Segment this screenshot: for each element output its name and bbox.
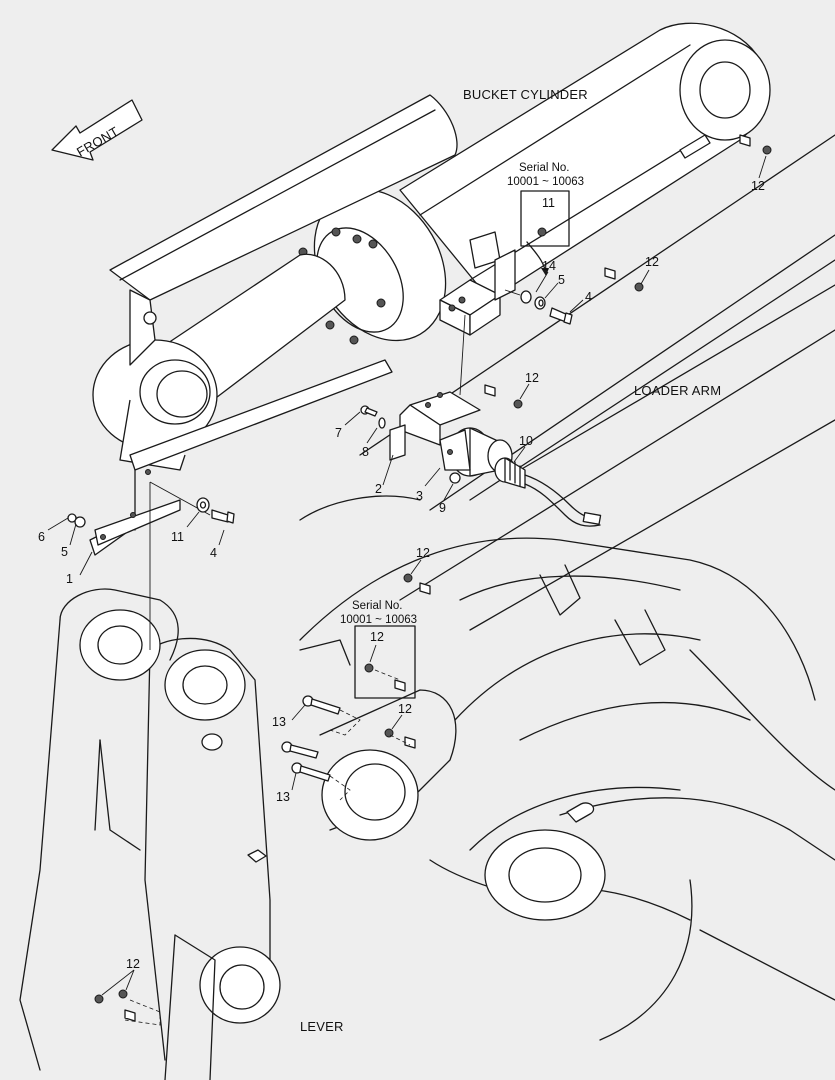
callout-12-b: 12 (645, 255, 659, 269)
callout-12-a: 12 (751, 179, 765, 193)
loader-arm-label: LOADER ARM (634, 383, 721, 398)
callout-5-right: 5 (558, 273, 565, 287)
callout-13-a: 13 (272, 715, 286, 729)
callout-4-left: 4 (210, 546, 217, 560)
serial-note-top-range: 10001 ~ 10063 (507, 176, 584, 188)
callout-3: 3 (416, 489, 423, 503)
callout-5-left: 5 (61, 545, 68, 559)
callout-1: 1 (66, 572, 73, 586)
serial-note-bottom-title: Serial No. (352, 600, 403, 612)
hose-clamps (94, 134, 772, 1026)
callout-11-left: 11 (171, 530, 184, 544)
sensor-assembly (67, 231, 602, 528)
bucket-cylinder-label: BUCKET CYLINDER (463, 87, 588, 102)
callout-14: 14 (542, 259, 556, 273)
callout-12-f: 12 (126, 957, 140, 971)
callout-9: 9 (439, 501, 446, 515)
serial-note-bottom-range: 10001 ~ 10063 (340, 614, 417, 626)
callout-7: 7 (335, 426, 342, 440)
serial-note-bottom (354, 625, 416, 699)
callout-10: 10 (519, 434, 533, 448)
mounting-bolts-13 (281, 695, 361, 801)
callout-6: 6 (38, 530, 45, 544)
diagram-labels: BUCKET CYLINDER LOADER ARM LEVER Serial … (38, 87, 765, 1034)
serial-note-top-part: 11 (542, 196, 555, 210)
front-direction-arrow: FRONT (51, 99, 143, 161)
lever-label: LEVER (300, 1019, 344, 1034)
callout-13-b: 13 (276, 790, 290, 804)
loader-arm-structure (19, 134, 835, 1080)
serial-note-top (520, 190, 570, 276)
callout-leaders (47, 155, 767, 996)
callout-12-e: 12 (398, 702, 412, 716)
callout-12-d: 12 (416, 546, 430, 560)
callout-8: 8 (362, 445, 369, 459)
callout-4-right: 4 (585, 290, 592, 304)
serial-note-bottom-part: 12 (370, 630, 384, 644)
callout-12-c: 12 (525, 371, 539, 385)
serial-note-top-title: Serial No. (519, 162, 570, 174)
callout-2: 2 (375, 482, 382, 496)
cylinder-cover (89, 94, 458, 650)
bucket-cylinder (92, 22, 771, 451)
